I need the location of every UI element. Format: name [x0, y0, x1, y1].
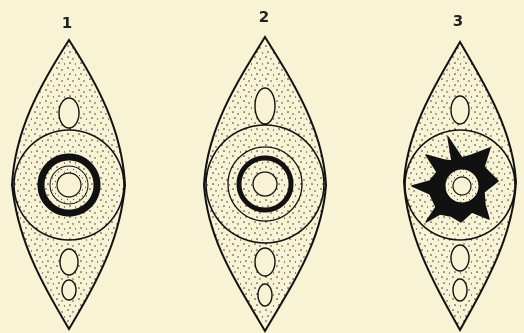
- vacuole: [453, 279, 467, 301]
- figure-label: 1: [62, 14, 72, 32]
- vacuole: [59, 98, 79, 128]
- figure-3: 3: [404, 12, 516, 330]
- vacuole: [451, 96, 469, 124]
- figure-2: 2: [204, 8, 326, 331]
- figure-1: 1: [12, 14, 125, 329]
- vacuole: [255, 88, 275, 124]
- nucleus: [253, 172, 277, 196]
- vacuole: [60, 249, 78, 275]
- vacuole: [255, 248, 275, 276]
- vacuole: [258, 284, 272, 306]
- figure-label: 2: [259, 8, 269, 26]
- figure-label: 3: [453, 12, 463, 30]
- vacuole: [451, 245, 469, 271]
- nucleus: [453, 177, 471, 195]
- nucleus: [57, 173, 81, 197]
- vacuole: [62, 280, 76, 300]
